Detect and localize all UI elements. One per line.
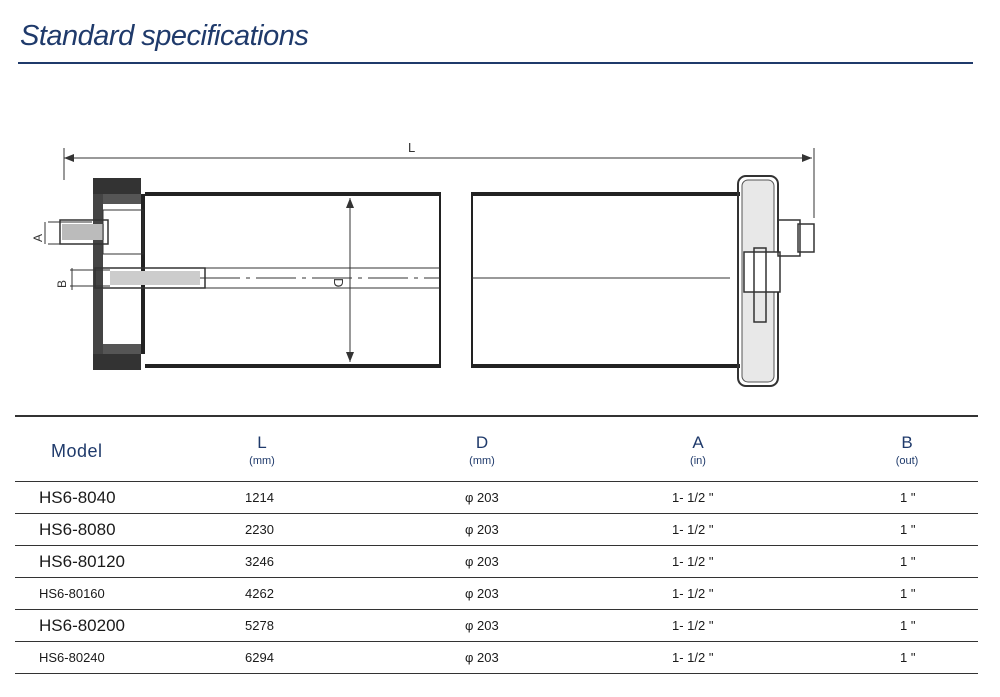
header-B: B (out)	[887, 433, 927, 467]
cell-A: 1- 1/2 "	[672, 650, 714, 665]
cell-D: φ 203	[465, 490, 499, 505]
table-row: HS6-80120 3246 φ 203 1- 1/2 " 1 "	[15, 545, 978, 577]
cell-A: 1- 1/2 "	[672, 522, 714, 537]
cell-model: HS6-80120	[39, 552, 126, 571]
table-header: Model L (mm) D (mm) A (in) B (out)	[15, 417, 978, 481]
page-title: Standard specifications	[20, 20, 309, 52]
header-L: L (mm)	[242, 433, 282, 467]
cell-D: φ 203	[465, 586, 499, 601]
cell-B: 1 "	[900, 490, 916, 505]
cell-L: 2230	[245, 522, 274, 537]
cell-model: HS6-80160	[39, 586, 105, 601]
header-D: D (mm)	[462, 433, 502, 467]
cell-model: HS6-80200	[39, 616, 126, 635]
table-top-rule	[15, 415, 978, 417]
dim-label-L: L	[408, 140, 415, 155]
table-row: HS6-80240 6294 φ 203 1- 1/2 " 1 "	[15, 641, 978, 674]
table-row: HS6-8080 2230 φ 203 1- 1/2 " 1 "	[15, 513, 978, 545]
table-row: HS6-80160 4262 φ 203 1- 1/2 " 1 "	[15, 577, 978, 609]
cell-L: 5278	[245, 618, 274, 633]
cell-B: 1 "	[900, 522, 916, 537]
header-A-unit: (in)	[690, 455, 706, 467]
header-A: A (in)	[678, 433, 718, 467]
header-L-symbol: L	[257, 433, 267, 452]
cell-A: 1- 1/2 "	[672, 554, 714, 569]
cell-B: 1 "	[900, 586, 916, 601]
cell-L: 4262	[245, 586, 274, 601]
cell-D: φ 203	[465, 522, 499, 537]
header-B-unit: (out)	[895, 455, 919, 467]
header-D-unit: (mm)	[469, 455, 495, 467]
header-L-unit: (mm)	[249, 455, 275, 467]
dim-label-D: D	[331, 278, 346, 287]
cell-A: 1- 1/2 "	[672, 618, 714, 633]
pressure-vessel-diagram: L D A B	[31, 140, 815, 387]
cell-model: HS6-8080	[39, 520, 116, 539]
cell-L: 3246	[245, 554, 274, 569]
header-B-symbol: B	[901, 433, 913, 452]
cell-A: 1- 1/2 "	[672, 490, 714, 505]
table-row: HS6-8040 1214 φ 203 1- 1/2 " 1 "	[15, 481, 978, 513]
header-D-symbol: D	[475, 433, 489, 452]
cell-B: 1 "	[900, 650, 916, 665]
header-model: Model	[51, 441, 103, 461]
table-row: HS6-80200 5278 φ 203 1- 1/2 " 1 "	[15, 609, 978, 641]
cell-D: φ 203	[465, 650, 499, 665]
cell-L: 6294	[245, 650, 274, 665]
cell-D: φ 203	[465, 618, 499, 633]
dim-label-A: A	[31, 234, 45, 242]
cell-model: HS6-8040	[39, 488, 116, 507]
cell-D: φ 203	[465, 554, 499, 569]
cell-B: 1 "	[900, 554, 916, 569]
dim-label-B: B	[55, 280, 69, 288]
cell-model: HS6-80240	[39, 650, 105, 665]
title-divider	[18, 62, 973, 64]
cell-A: 1- 1/2 "	[672, 586, 714, 601]
header-A-symbol: A	[692, 433, 704, 452]
cell-L: 1214	[245, 490, 274, 505]
cell-B: 1 "	[900, 618, 916, 633]
